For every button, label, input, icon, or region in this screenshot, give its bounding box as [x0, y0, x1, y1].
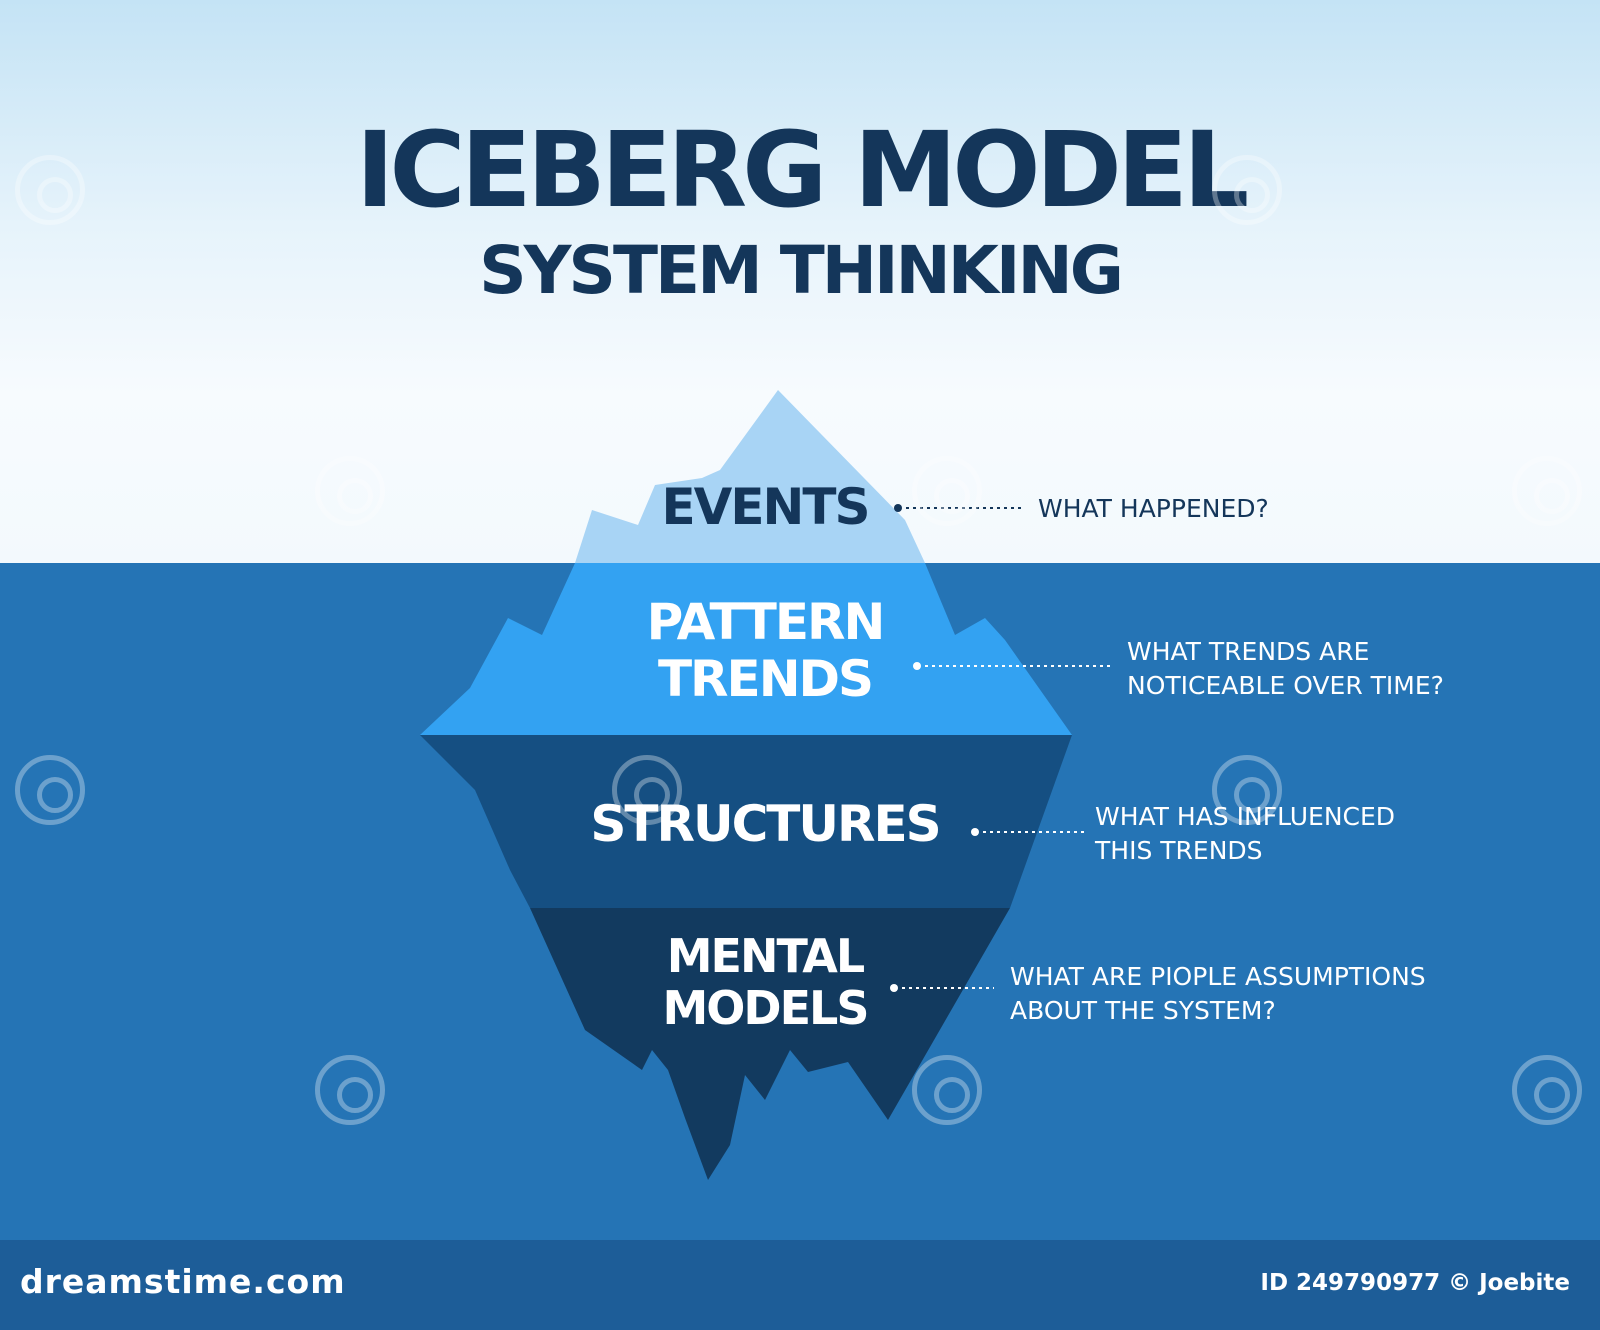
layer-label-line: MODELS	[662, 981, 870, 1035]
layer-label-pattern-trends: PATTERN TRENDS	[620, 594, 910, 708]
watermark-spiral-icon	[15, 755, 85, 825]
watermark-spiral-icon	[612, 755, 682, 825]
connector-mental-models	[890, 984, 994, 992]
watermark-spiral-icon	[912, 1055, 982, 1125]
connector-pattern-trends	[913, 662, 1112, 670]
footer-bar	[0, 1240, 1600, 1330]
question-line: NOTICEABLE OVER TIME?	[1127, 671, 1444, 700]
iceberg-layer-structures	[420, 735, 1072, 908]
layer-label-line: MENTAL	[666, 929, 865, 983]
question-events: WHAT HAPPENED?	[1038, 492, 1269, 526]
watermark-spiral-icon	[1212, 755, 1282, 825]
layer-label-mental-models: MENTAL MODELS	[640, 930, 890, 1034]
layer-label-events: EVENTS	[630, 478, 900, 536]
watermark-spiral-icon	[912, 456, 982, 526]
diagram-subtitle: SYSTEM THINKING	[479, 232, 1124, 309]
iceberg-diagram	[420, 390, 1112, 1180]
question-mental-models: WHAT ARE PIOPLE ASSUMPTIONS ABOUT THE SY…	[1010, 960, 1426, 1028]
layer-label-line: EVENTS	[661, 478, 871, 536]
watermark-spiral-icon	[1212, 155, 1282, 225]
layer-label-line: TRENDS	[657, 650, 874, 708]
question-line: ABOUT THE SYSTEM?	[1010, 996, 1276, 1025]
watermark-spiral-icon	[15, 155, 85, 225]
iceberg-layer-events	[575, 390, 925, 563]
watermark-spiral-icon	[1512, 456, 1582, 526]
connector-structures	[971, 828, 1085, 836]
image-credit: ID 249790977 © Joebite	[1260, 1270, 1570, 1296]
watermark-spiral-icon	[1512, 1055, 1582, 1125]
question-line: THIS TRENDS	[1095, 836, 1263, 865]
layer-label-line: PATTERN	[646, 593, 886, 651]
watermark-spiral-icon	[315, 1055, 385, 1125]
iceberg-layer-mental-models	[530, 908, 1010, 1180]
diagram-title: ICEBERG MODEL	[355, 109, 1250, 231]
iceberg-layer-pattern-trends	[420, 563, 1072, 735]
watermark-site: dreamstime.com	[20, 1262, 346, 1301]
question-line: WHAT ARE PIOPLE ASSUMPTIONS	[1010, 962, 1426, 991]
question-line: WHAT TRENDS ARE	[1127, 637, 1370, 666]
question-line: WHAT HAPPENED?	[1038, 494, 1269, 523]
watermark-spiral-icon	[315, 456, 385, 526]
question-pattern-trends: WHAT TRENDS ARE NOTICEABLE OVER TIME?	[1127, 635, 1444, 703]
